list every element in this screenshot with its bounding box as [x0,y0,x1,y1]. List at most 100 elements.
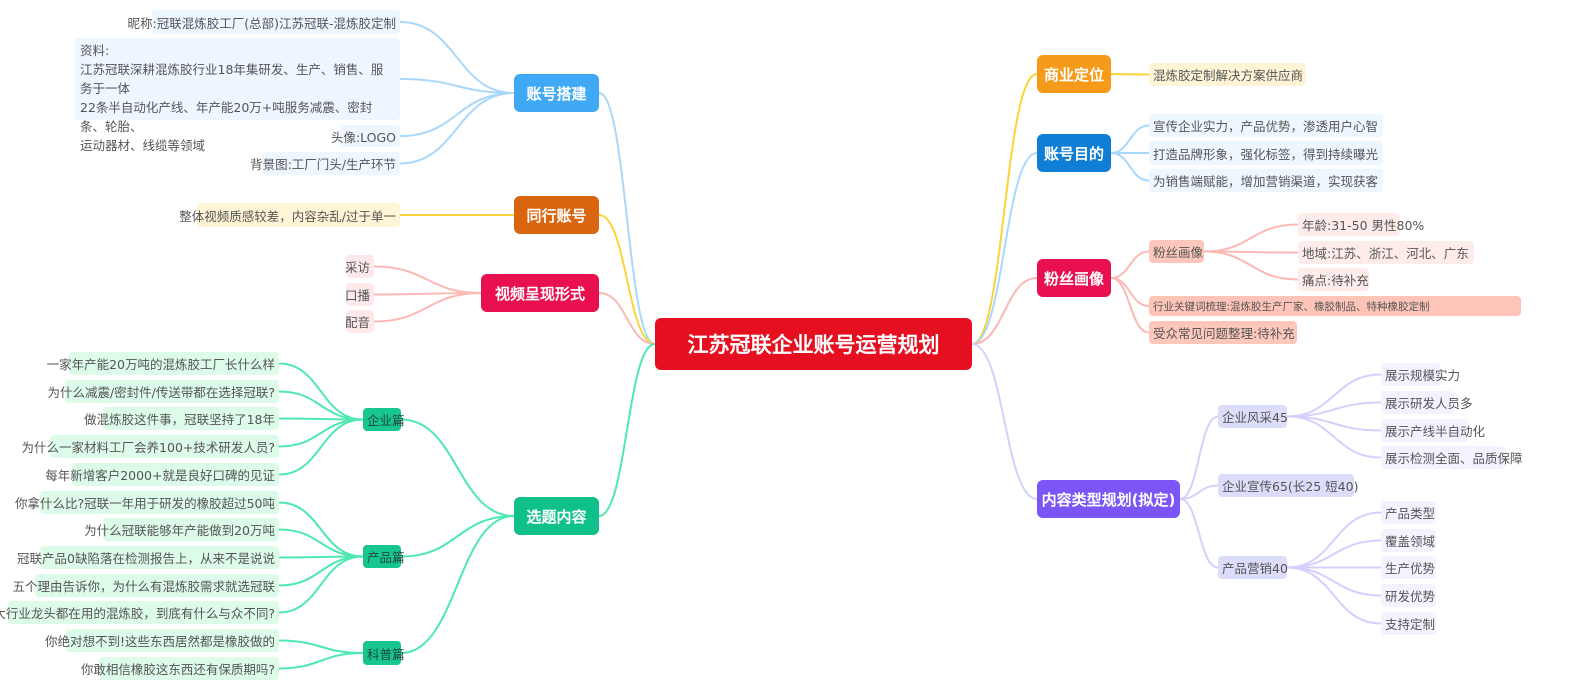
topic-item[interactable]: 五个理由告诉你，为什么有混炼胶需求就选冠联 [12,574,279,597]
branch-fans[interactable]: 粉丝画像 [1037,259,1111,297]
connector-P2-Q24 [1286,566,1382,625]
connector-R3-R3c [1110,277,1150,334]
branch-account-setup[interactable]: 账号搭建 [514,74,599,112]
connector-R3a-R3a2 [1203,250,1299,281]
leaf-background[interactable]: 背景图:工厂门头/生产环节 [250,152,400,175]
content-item[interactable]: 展示规模实力 [1381,363,1460,386]
topic-group-product[interactable]: 产品篇 [363,545,405,568]
topic-item[interactable]: 做混炼胶这件事，冠联坚持了18年 [84,407,279,430]
connector-G1-T13 [278,555,364,587]
leaf-talking-head[interactable]: 口播 [345,283,374,306]
connector-L4-G2 [400,515,515,654]
content-item[interactable]: 生产优势 [1381,556,1436,579]
connector-R3-R3b [1110,277,1150,307]
fan-profile-region[interactable]: 地域:江苏、浙江、河北、广东 [1298,241,1474,264]
content-item[interactable]: 研发优势 [1381,584,1436,607]
connector-root-L3 [598,292,656,345]
branch-positioning[interactable]: 商业定位 [1037,55,1111,93]
connector-R2-R2a [1110,124,1150,154]
profile-line: 运动器材、线缆等领域 [80,138,206,153]
topic-item[interactable]: 为什么减震/密封件/传送带都在选择冠联? [47,380,279,403]
branch-topics[interactable]: 选题内容 [514,497,599,535]
branch-video-format[interactable]: 视频呈现形式 [481,274,599,312]
profile-line: 资料: [80,43,110,58]
content-item[interactable]: 产品类型 [1381,501,1436,524]
leaf-purpose[interactable]: 为销售端赋能，增加营销渠道，实现获客 [1149,169,1383,192]
connector-G1-T11 [278,528,364,558]
leaf-avatar[interactable]: 头像:LOGO [331,125,400,147]
connector-P2-Q21 [1286,539,1382,569]
connector-R3a-R3a0 [1203,223,1299,253]
connector-root-R4 [971,343,1038,500]
leaf-keywords[interactable]: 行业关键词梳理:混炼胶生产厂家、橡胶制品、特种橡胶定制 [1149,296,1521,316]
connector-root-R1 [971,73,1038,345]
content-item[interactable]: 展示产线半自动化 [1381,419,1485,442]
connector-G0-T00 [278,362,364,421]
connector-L4-G1 [400,515,515,558]
connector-G1-T10 [278,501,364,558]
topic-item[interactable]: 各大行业龙头都在用的混炼胶，到底有什么与众不同? [0,601,279,624]
branch-content-plan[interactable]: 内容类型规划(拟定) [1037,480,1180,518]
leaf-interview[interactable]: 采访 [345,255,374,278]
topic-item[interactable]: 冠联产品0缺陷落在检测报告上，从来不是说说 [17,546,279,569]
connector-G2-T20 [278,639,364,654]
topic-item[interactable]: 你绝对想不到!这些东西居然都是橡胶做的 [45,629,279,652]
connector-G0-T04 [278,418,364,476]
leaf-positioning[interactable]: 混炼胶定制解决方案供应商 [1149,63,1306,86]
topic-group-science[interactable]: 科普篇 [363,641,405,665]
leaf-nickname[interactable]: 昵称:冠联混炼胶工厂(总部)江苏冠联-混炼胶定制 [128,10,400,34]
connector-root-R3 [971,277,1038,345]
connector-P0-Q00 [1286,373,1382,418]
connector-P0-Q03 [1286,415,1382,459]
leaf-voiceover[interactable]: 配音 [345,310,374,333]
fan-profile-painpoint[interactable]: 痛点:待补充 [1298,268,1369,291]
connector-root-L2 [598,214,656,345]
connector-L1-L1b [399,78,515,94]
connector-R4-P1 [1179,484,1219,500]
leaf-profile[interactable]: 资料: 江苏冠联深耕混炼胶行业18年集研发、生产、销售、服务于一体 22条半自动… [75,38,400,153]
connector-L3-L3a [373,265,482,294]
profile-line: 22条半自动化产线、年产能20万+吨服务减震、密封条、轮胎、 [80,100,373,134]
topic-item[interactable]: 你敢相信橡胶这东西还有保质期吗? [81,657,279,680]
connector-R2-R2c [1110,152,1150,182]
branch-peer-accounts[interactable]: 同行账号 [514,196,599,234]
leaf-purpose[interactable]: 打造品牌形象，强化标签，得到持续曝光 [1149,141,1383,165]
branch-purpose[interactable]: 账号目的 [1037,134,1111,172]
content-group-company-promo[interactable]: 企业宣传65(长25 短40) [1218,474,1358,497]
connector-P2-Q23 [1286,566,1382,597]
connector-root-L1 [598,92,656,345]
connector-P2-Q20 [1286,511,1382,569]
connector-root-L4 [598,343,656,517]
content-item[interactable]: 展示研发人员多 [1381,391,1473,414]
topic-item[interactable]: 你拿什么比?冠联一年用于研发的橡胶超过50吨 [15,491,279,514]
leaf-peer-note[interactable]: 整体视频质感较差，内容杂乱/过于单一 [179,203,400,227]
fan-profile-age[interactable]: 年龄:31-50 男性80% [1298,213,1424,236]
connector-G0-T01 [278,390,364,421]
connector-L3-L3c [373,292,482,323]
connector-L1-L1d [399,92,515,165]
connector-R3-R3a [1110,250,1150,279]
connector-root-R2 [971,152,1038,345]
fan-profile-node[interactable]: 粉丝画像 [1149,240,1204,263]
topic-group-company[interactable]: 企业篇 [363,408,405,431]
topic-item[interactable]: 为什么冠联能够年产能做到20万吨 [84,518,279,541]
leaf-faq[interactable]: 受众常见问题整理:待补充 [1149,321,1297,344]
content-item[interactable]: 支持定制 [1381,612,1436,635]
connector-R1-R1a [1110,73,1150,76]
connector-G0-T02 [278,417,364,421]
connector-L4-G0 [400,418,515,517]
connector-G2-T21 [278,652,364,670]
connector-R4-P2 [1179,498,1219,569]
topic-item[interactable]: 为什么一家材料工厂会养100+技术研发人员? [22,435,279,458]
leaf-purpose[interactable]: 宣传企业实力，产品优势，渗透用户心智 [1149,114,1383,137]
root-topic[interactable]: 江苏冠联企业账号运营规划 [655,318,972,370]
content-item[interactable]: 展示检测全面、品质保障 [1381,446,1523,469]
content-group-product-marketing[interactable]: 产品营销40 [1218,556,1288,579]
topic-item[interactable]: 一家年产能20万吨的混炼胶工厂长什么样 [47,352,279,375]
connector-R4-P0 [1179,415,1219,500]
connector-G0-T03 [278,418,364,448]
topic-item[interactable]: 每年新增客户2000+就是良好口碑的见证 [45,463,279,486]
content-item[interactable]: 覆盖领域 [1381,529,1436,552]
content-group-company-style[interactable]: 企业风采45 [1218,405,1288,428]
